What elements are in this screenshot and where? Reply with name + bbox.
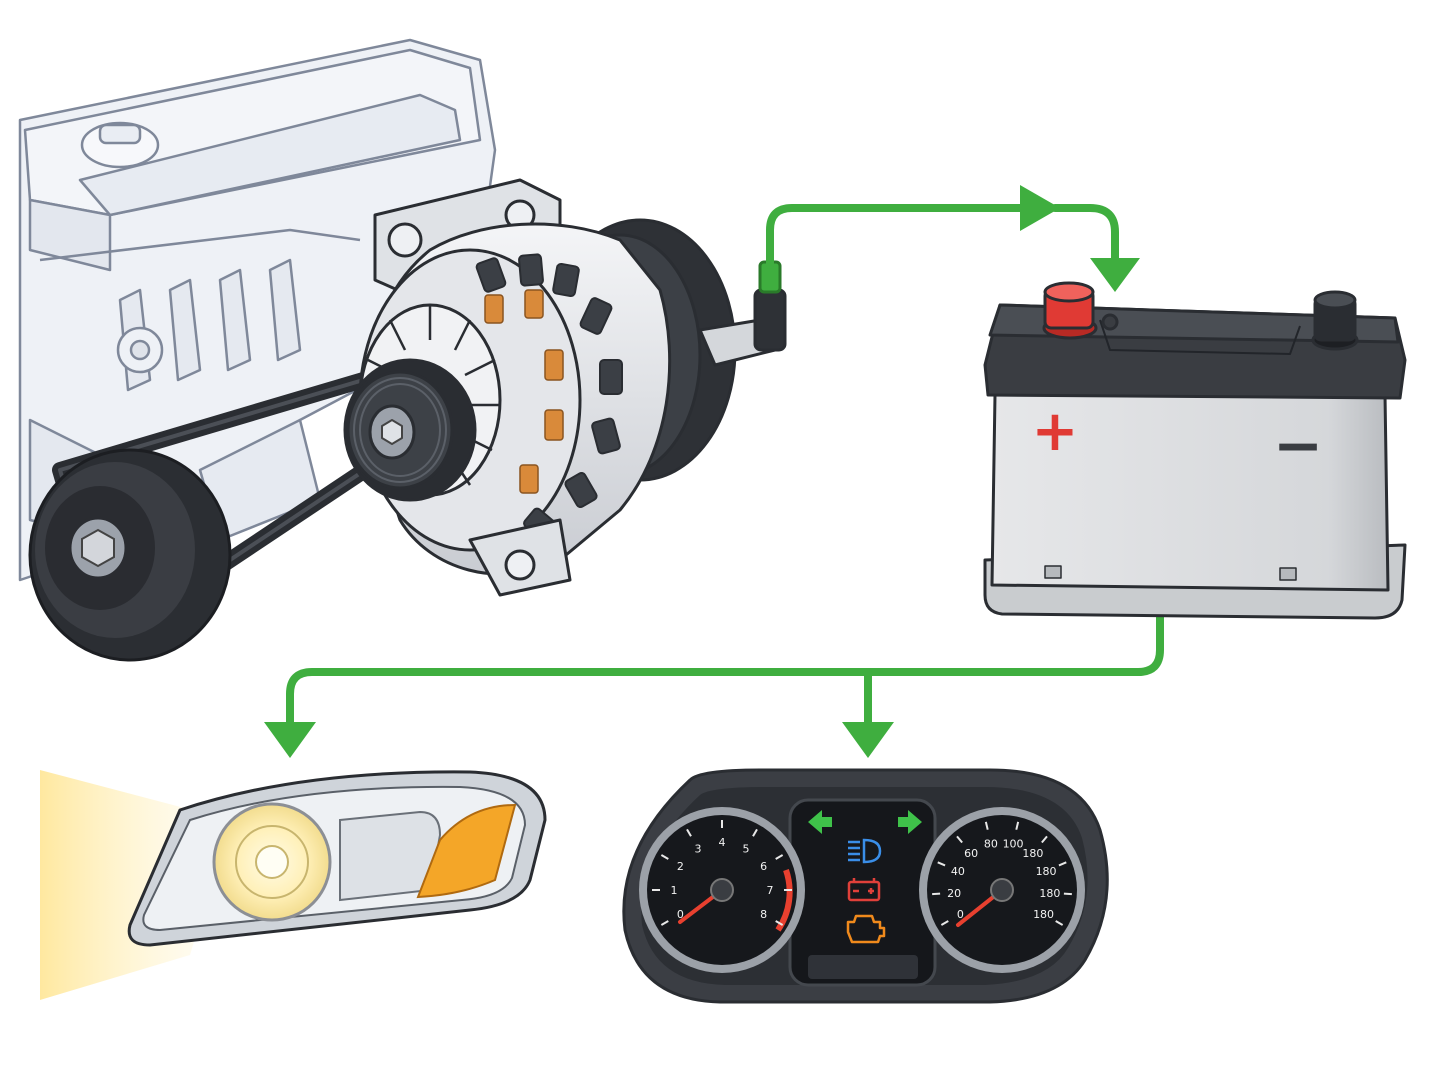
headlight: [40, 770, 547, 1000]
battery-warning-icon: [847, 878, 881, 902]
crankshaft-pulley: [28, 448, 232, 662]
alternator: [343, 178, 787, 597]
gauge-tick: [660, 920, 669, 926]
headlight-beam-icon: [848, 838, 882, 864]
gauge-tick-label: 40: [951, 865, 965, 878]
gauge-tick-label: 100: [1003, 837, 1024, 850]
gauge-tick-label: 4: [719, 836, 726, 849]
gauge-tick: [984, 821, 989, 830]
gauge-tick: [956, 835, 963, 844]
gauge-tick: [775, 920, 784, 926]
battery-to-loads-wire: [286, 606, 1164, 729]
arrow-down-icon: [1090, 258, 1140, 292]
gauge-tick-label: 6: [760, 860, 767, 873]
gauge-tick-label: 2: [677, 860, 684, 873]
gauge-tick: [937, 861, 946, 867]
battery-positive-label: +: [1032, 399, 1079, 464]
turn-signal-right-icon: [898, 810, 922, 834]
gauge-tick-label: 0: [677, 908, 684, 921]
battery-negative-label: −: [1273, 411, 1323, 481]
arrow-right-icon: [1020, 185, 1060, 231]
gauge-tick-label: 180: [1022, 847, 1043, 860]
gauge-tick-label: 3: [695, 842, 702, 855]
gauge-tick-label: 20: [947, 887, 961, 900]
flow-arrowheads: [264, 185, 1140, 758]
gauge-tick: [752, 828, 758, 837]
gauge-tick: [1041, 835, 1048, 844]
gauge-tick: [660, 854, 669, 860]
gauge-tick-label: 180: [1036, 865, 1057, 878]
turn-signal-lens: [416, 803, 517, 899]
gauge-tick: [1015, 821, 1020, 830]
battery: [983, 281, 1407, 620]
gauge-tick-label: 5: [743, 842, 750, 855]
arrow-down-icon: [842, 722, 894, 758]
gauge-tick-label: 180: [1039, 887, 1060, 900]
gauge-tick: [775, 854, 784, 860]
gauge-tick-label: 1: [671, 884, 678, 897]
turn-signal-left-icon: [808, 810, 832, 834]
check-engine-icon: [846, 914, 886, 944]
gauge-tick-label: 0: [957, 908, 964, 921]
arrow-down-icon: [264, 722, 316, 758]
gauge-tick: [1055, 920, 1064, 926]
gauge-tick-label: 8: [760, 908, 767, 921]
gauge-tick-label: 60: [964, 847, 978, 860]
alternator-to-battery-wire: [766, 204, 1034, 269]
gauge-tick: [940, 920, 949, 926]
gauge-tick-label: 180: [1033, 908, 1054, 921]
gauge-tick-label: 7: [767, 884, 774, 897]
charging-flow-lines: [286, 204, 1164, 729]
gauge-tick: [1058, 861, 1067, 867]
gauge-tick-label: 80: [984, 837, 998, 850]
gauge-tick: [686, 828, 692, 837]
